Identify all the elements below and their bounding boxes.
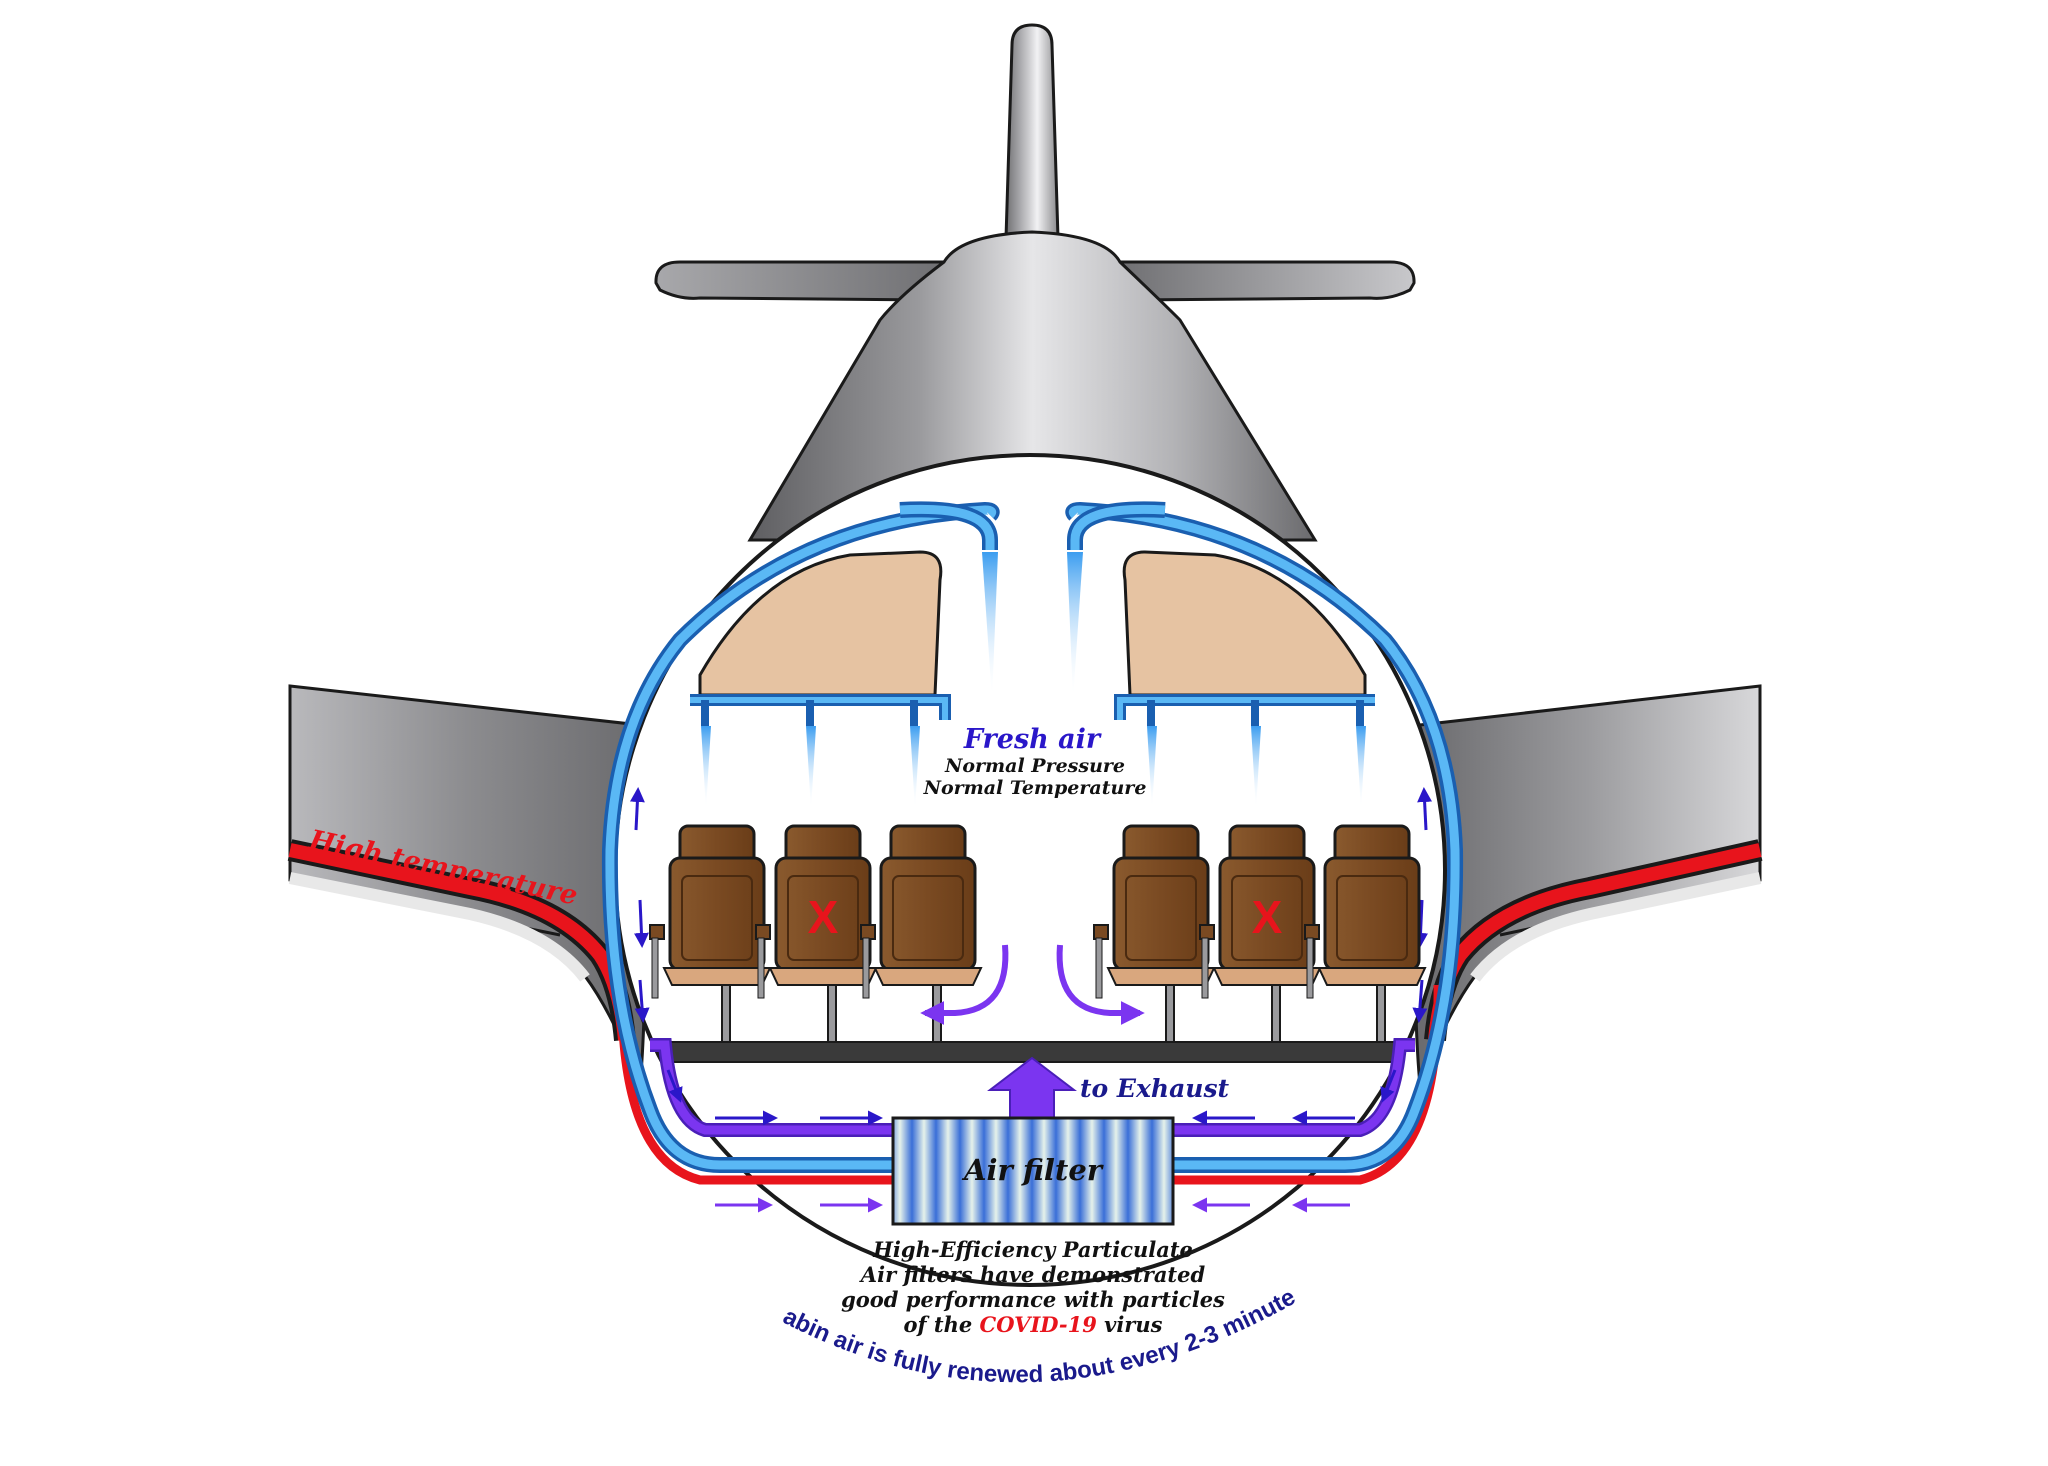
hepa-line-3: good performance with particles: [841, 1287, 1225, 1312]
hepa-line-1: High-Efficiency Particulate: [872, 1237, 1193, 1262]
right-fresh-air-stream: [1067, 552, 1083, 700]
right-luggage-bin: [1122, 550, 1367, 697]
seat-left-1: [649, 824, 772, 1045]
seat-right-3: [1304, 824, 1427, 1045]
left-horizontal-stabilizer: [654, 260, 946, 302]
normal-pressure-label: Normal Pressure: [944, 755, 1125, 777]
air-filter-label: Air filter: [961, 1153, 1105, 1187]
return-flow-arrows: [666, 944, 1397, 1213]
left-wing-lower-duct: [288, 872, 590, 982]
covid-19-highlight: COVID-19: [980, 1312, 1098, 1337]
normal-temperature-label: Normal Temperature: [923, 777, 1147, 799]
exhaust-arrow: [987, 1056, 1077, 1119]
hepa-line-2: Air filters have demonstrated: [859, 1262, 1206, 1287]
seat-right-1: [1093, 824, 1216, 1045]
vertical-stabilizer: [1004, 23, 1060, 240]
infected-seat-mark: X: [1252, 891, 1283, 943]
hepa-line-4-prefix: of the: [904, 1312, 980, 1337]
left-luggage-bin: [698, 550, 943, 697]
right-seat-row: X: [1093, 824, 1427, 1045]
fuselage-cone: [747, 230, 1318, 542]
fresh-air-label: Fresh air: [963, 724, 1102, 755]
bin-outlet-streams: [701, 700, 1366, 810]
to-exhaust-label: to Exhaust: [1080, 1074, 1230, 1103]
right-wing-lower-duct: [1470, 872, 1762, 982]
left-fresh-air-stream: [982, 552, 998, 700]
infected-seat-mark: X: [808, 891, 839, 943]
seat-left-2: X: [755, 824, 878, 1045]
hepa-line-4: of the COVID-19 virus: [904, 1312, 1163, 1337]
air-filter: [891, 1116, 1175, 1226]
seat-right-2: X: [1199, 824, 1322, 1045]
hepa-line-4-suffix: virus: [1097, 1312, 1163, 1337]
right-horizontal-stabilizer: [1118, 260, 1416, 302]
